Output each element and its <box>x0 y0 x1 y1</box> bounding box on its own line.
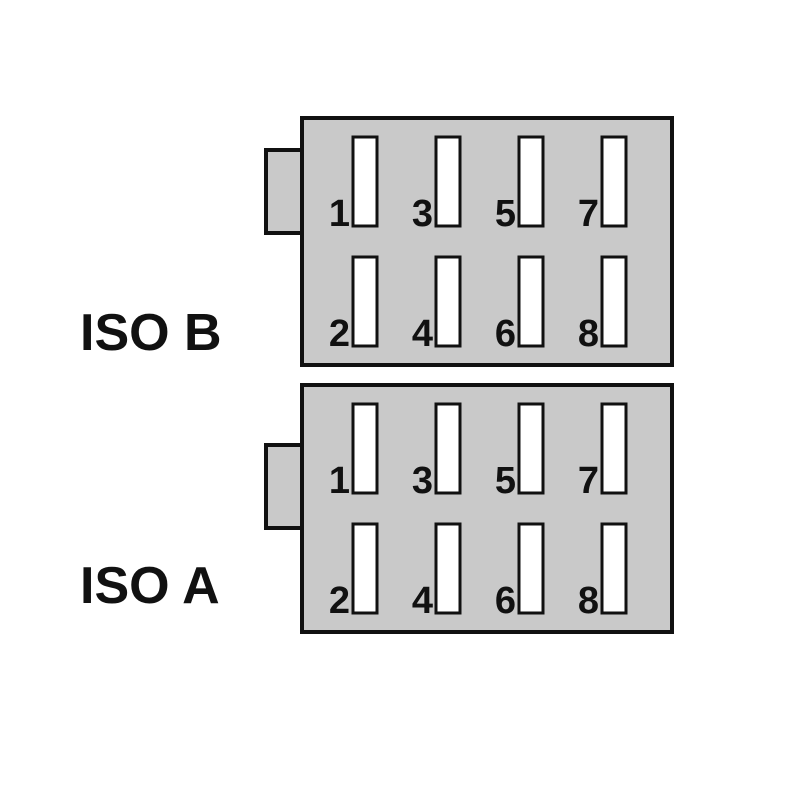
pin-slot-5 <box>517 402 545 495</box>
pin-slot-4 <box>434 255 462 348</box>
pin-number: 2 <box>329 313 350 355</box>
pin-slot-7 <box>600 402 628 495</box>
pin-slot-6 <box>517 522 545 615</box>
pin-number: 5 <box>495 193 516 235</box>
pin-number: 4 <box>412 580 433 622</box>
pin-number: 6 <box>495 313 516 355</box>
pin-number: 3 <box>412 460 433 502</box>
connector-tab <box>264 148 304 235</box>
pin-slot-1 <box>351 135 379 228</box>
pin-number: 1 <box>329 193 350 235</box>
pin-slot-4 <box>434 522 462 615</box>
pin-slot-8 <box>600 522 628 615</box>
connector-iso-a: ISO A 1 2 3 4 5 6 7 8 <box>80 383 674 634</box>
pin-slot-8 <box>600 255 628 348</box>
pin-number: 4 <box>412 313 433 355</box>
pin-number: 5 <box>495 460 516 502</box>
pin-slot-3 <box>434 135 462 228</box>
connector-tab <box>264 443 304 530</box>
connector-label: ISO A <box>80 557 220 615</box>
connector-iso-b: ISO B 1 2 3 4 5 6 7 8 <box>80 116 674 367</box>
pin-number: 3 <box>412 193 433 235</box>
pin-slot-5 <box>517 135 545 228</box>
pin-number: 2 <box>329 580 350 622</box>
pin-slot-2 <box>351 255 379 348</box>
pin-number: 8 <box>578 313 599 355</box>
pin-slot-6 <box>517 255 545 348</box>
pin-number: 7 <box>578 193 599 235</box>
pin-number: 6 <box>495 580 516 622</box>
pin-number: 1 <box>329 460 350 502</box>
pin-slot-3 <box>434 402 462 495</box>
pin-slot-1 <box>351 402 379 495</box>
pin-slot-2 <box>351 522 379 615</box>
pin-slot-7 <box>600 135 628 228</box>
connector-label: ISO B <box>80 304 222 362</box>
pin-number: 7 <box>578 460 599 502</box>
pin-number: 8 <box>578 580 599 622</box>
